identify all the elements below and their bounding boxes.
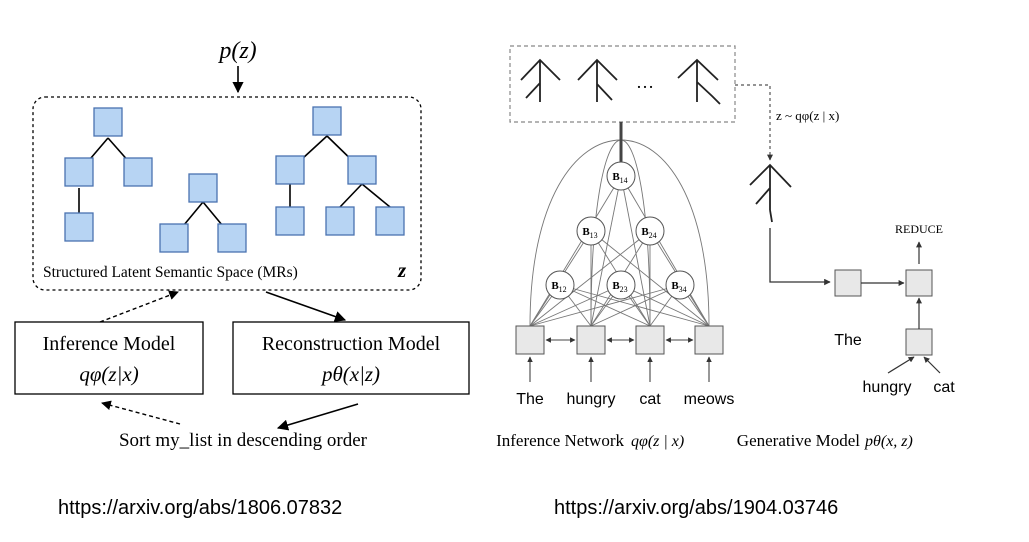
inference-caption: Inference Network <box>496 431 624 450</box>
gen-word-hungry: hungry <box>863 379 912 396</box>
utterance-to-inference-arrow <box>101 400 181 425</box>
inference-cells: The hungry cat meows <box>515 325 735 408</box>
span-node-b13 <box>576 216 606 246</box>
tree-samples-box <box>509 45 736 123</box>
tree-node <box>275 155 305 185</box>
tree-to-generative-arrow <box>769 228 831 286</box>
left-figure: p(z) <box>14 38 470 451</box>
network-edge <box>529 175 622 327</box>
generative-caption: Generative Model <box>737 431 860 450</box>
latent-symbol: z <box>397 258 407 282</box>
inference-to-latent-arrow <box>99 290 179 323</box>
tree-glyph-icon <box>520 58 561 102</box>
tree-glyph-icon <box>677 58 721 105</box>
tree-node <box>64 212 94 242</box>
inference-formula: qφ(z | x) <box>631 433 684 450</box>
reconstruction-model-box <box>232 321 470 395</box>
reconstruction-to-utterance-arrow <box>276 403 359 431</box>
latent-space-box <box>32 96 422 291</box>
span-node-label: B24 <box>641 226 656 240</box>
tree-node <box>64 157 94 187</box>
tree-node <box>312 106 342 136</box>
input-word: cat <box>639 391 661 408</box>
network-arc <box>529 139 622 327</box>
tree-node <box>159 223 189 253</box>
tree-node <box>217 223 247 253</box>
network-arc <box>620 139 651 327</box>
word-cell <box>515 325 545 355</box>
latent-space-label: Structured Latent Semantic Space (MRs) <box>43 264 298 281</box>
tree-node <box>325 206 355 236</box>
tree-node <box>123 157 153 187</box>
sample-label: z ~ qφ(z | x) <box>776 108 839 123</box>
span-node-b24 <box>635 216 665 246</box>
inference-edges <box>529 122 710 327</box>
span-node-b14 <box>606 161 636 191</box>
tree-node <box>93 107 123 137</box>
network-edge <box>620 284 710 327</box>
tree-node <box>375 206 405 236</box>
reconstruction-model-title: Reconstruction Model <box>262 333 441 355</box>
span-node-label: B14 <box>612 171 627 185</box>
reduce-label: REDUCE <box>895 222 943 236</box>
gen-word-the: The <box>834 332 862 349</box>
word-cell <box>694 325 724 355</box>
span-node-label: B34 <box>671 280 686 294</box>
network-arc <box>590 139 622 327</box>
inference-model-formula: qφ(z|x) <box>79 362 138 386</box>
span-node-label: B13 <box>582 226 597 240</box>
prior-label: p(z) <box>217 38 256 64</box>
word-cell <box>576 325 606 355</box>
gen-word-cat: cat <box>933 379 955 396</box>
gen-cell <box>905 328 933 356</box>
sampled-tree-icon <box>749 163 792 223</box>
input-word: hungry <box>567 391 616 408</box>
latent-tree-edges <box>78 135 391 238</box>
gen-edge <box>923 356 941 374</box>
tree-glyph-icon <box>577 58 618 102</box>
network-edge <box>620 175 651 327</box>
reconstruction-model-formula: pθ(x|z) <box>320 362 380 386</box>
generative-formula: pθ(x, z) <box>864 433 913 450</box>
network-edge <box>529 230 651 327</box>
input-word: meows <box>684 391 735 408</box>
gen-edge <box>887 356 915 374</box>
network-edge <box>559 284 710 327</box>
sample-arrow <box>735 84 773 161</box>
generative-model: REDUCE The hungry cat <box>834 222 955 396</box>
left-paper-link[interactable]: https://arxiv.org/abs/1806.07832 <box>58 497 343 519</box>
span-node-label: B23 <box>612 280 627 294</box>
right-paper-link[interactable]: https://arxiv.org/abs/1904.03746 <box>554 497 839 519</box>
inference-model-title: Inference Model <box>43 333 176 355</box>
word-cell <box>635 325 665 355</box>
gen-cell <box>905 269 933 297</box>
tree-node <box>347 155 377 185</box>
utterance-text: Sort my_list in descending order <box>119 430 368 451</box>
gen-cell <box>834 269 862 297</box>
network-edge <box>620 175 710 327</box>
latent-to-reconstruction-arrow <box>265 291 347 322</box>
network-edge <box>559 284 651 327</box>
network-arc <box>620 139 710 327</box>
span-node-label: B12 <box>551 280 566 294</box>
tree-node <box>188 173 218 203</box>
network-edge <box>590 230 710 327</box>
input-word: The <box>516 391 544 408</box>
span-node-b12 <box>545 270 575 300</box>
inference-model-box <box>14 321 204 395</box>
tree-ellipsis: … <box>636 72 654 92</box>
span-node-b34 <box>665 270 695 300</box>
tree-node <box>275 206 305 236</box>
span-node-b23 <box>606 270 636 300</box>
